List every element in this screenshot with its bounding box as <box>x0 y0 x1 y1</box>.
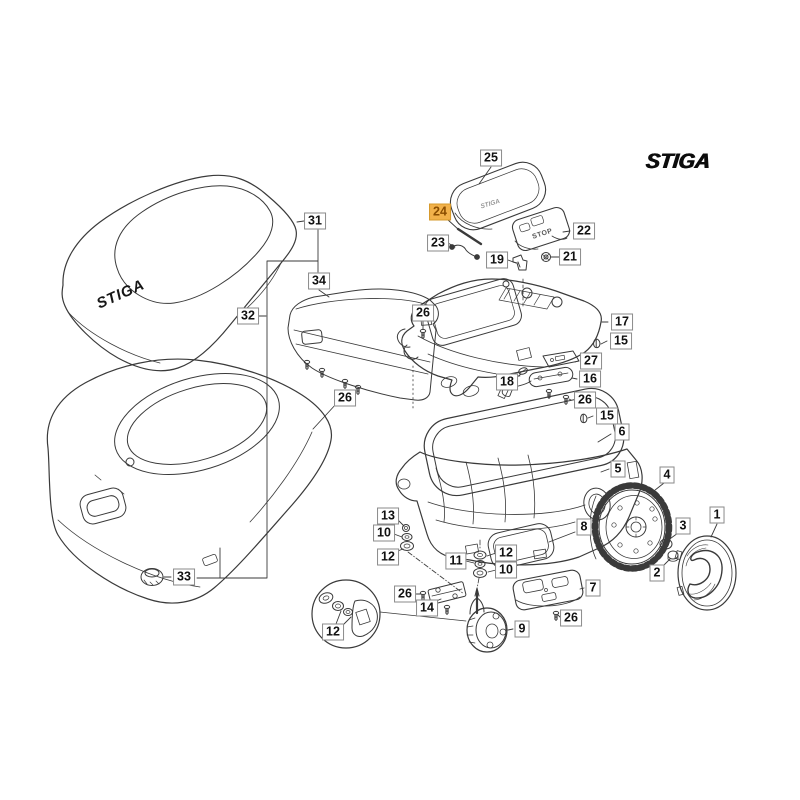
part-label-12c[interactable]: 12 <box>322 623 344 641</box>
part-label-17[interactable]: 17 <box>611 313 633 331</box>
drive-wheel-drawing <box>589 482 673 572</box>
screw-26b <box>562 394 570 405</box>
grouping-lines <box>196 229 319 579</box>
part-label-18[interactable]: 18 <box>496 373 518 391</box>
part-label-26e[interactable]: 26 <box>334 389 356 407</box>
part-label-7[interactable]: 7 <box>585 579 601 597</box>
lid-drawing: STIGA <box>449 161 547 231</box>
part-label-16[interactable]: 16 <box>579 370 601 388</box>
screw-26a <box>419 328 427 339</box>
part-label-11[interactable]: 11 <box>445 552 467 570</box>
tub-gasket-drawing <box>423 387 625 497</box>
part-label-9[interactable]: 9 <box>514 620 530 638</box>
keypad-print-text: STOP <box>531 228 553 241</box>
part-label-34[interactable]: 34 <box>308 272 330 290</box>
part-label-31[interactable]: 31 <box>304 212 326 230</box>
upper-chassis-drawing <box>396 278 602 397</box>
part-label-26d[interactable]: 26 <box>560 609 582 627</box>
part-label-24-selected[interactable]: 24 <box>429 203 451 221</box>
grommet-18-drawing <box>518 367 528 375</box>
lid-print-text: STIGA <box>480 198 501 211</box>
leader-lines <box>163 166 718 631</box>
part-label-4[interactable]: 4 <box>659 466 675 484</box>
washer-stack-caster-drawing <box>473 550 487 578</box>
washer-stack-left-drawing <box>400 524 414 551</box>
part-label-2[interactable]: 2 <box>649 564 665 582</box>
plate-27-drawing <box>542 350 580 368</box>
washer-3-drawing <box>659 538 673 550</box>
part-label-26b[interactable]: 26 <box>574 391 596 409</box>
part-label-14[interactable]: 14 <box>416 599 438 617</box>
caster-wheel-drawing <box>466 587 508 653</box>
part-label-26a[interactable]: 26 <box>412 304 434 322</box>
pin-24-drawing <box>456 227 483 246</box>
part-label-1[interactable]: 1 <box>709 506 725 524</box>
part-label-25[interactable]: 25 <box>480 149 502 167</box>
keypad-drawing: STOP <box>511 206 571 252</box>
part-label-21[interactable]: 21 <box>559 248 581 266</box>
axis-dash-lines <box>379 278 524 622</box>
detail-circle-drawing <box>311 579 381 649</box>
grommet-21-drawing <box>541 252 551 262</box>
part-label-12b[interactable]: 12 <box>495 544 517 562</box>
battery-7-drawing <box>512 569 584 621</box>
part-label-15b[interactable]: 15 <box>596 407 618 425</box>
part-label-27[interactable]: 27 <box>580 352 602 370</box>
part-label-26c[interactable]: 26 <box>394 585 416 603</box>
part-label-6[interactable]: 6 <box>614 423 630 441</box>
body-shell-drawing <box>46 358 333 604</box>
nut-2-drawing <box>667 550 679 562</box>
part-label-10b[interactable]: 10 <box>495 561 517 579</box>
part-label-13[interactable]: 13 <box>377 507 399 525</box>
clip-15b <box>580 413 588 424</box>
part-label-19[interactable]: 19 <box>486 251 508 269</box>
gasket-8-drawing <box>487 523 555 569</box>
part-label-3[interactable]: 3 <box>675 517 691 535</box>
part-label-23[interactable]: 23 <box>427 234 449 252</box>
cover-print-text: STIGA <box>94 276 147 312</box>
part-label-10a[interactable]: 10 <box>373 524 395 542</box>
part-label-22[interactable]: 22 <box>573 222 595 240</box>
part-label-8[interactable]: 8 <box>576 518 592 536</box>
part-label-33[interactable]: 33 <box>173 568 195 586</box>
part-label-32[interactable]: 32 <box>237 307 259 325</box>
cable-23-drawing <box>449 244 480 260</box>
hub-cap-drawing <box>674 535 737 611</box>
grommet-33-drawing <box>140 568 164 586</box>
top-cover-drawing: STIGA <box>61 174 297 372</box>
lower-tub-drawing <box>395 396 643 566</box>
part-label-5[interactable]: 5 <box>610 460 626 478</box>
part-label-12a[interactable]: 12 <box>377 548 399 566</box>
part-label-15a[interactable]: 15 <box>610 332 632 350</box>
bracket-14-drawing <box>419 581 467 615</box>
